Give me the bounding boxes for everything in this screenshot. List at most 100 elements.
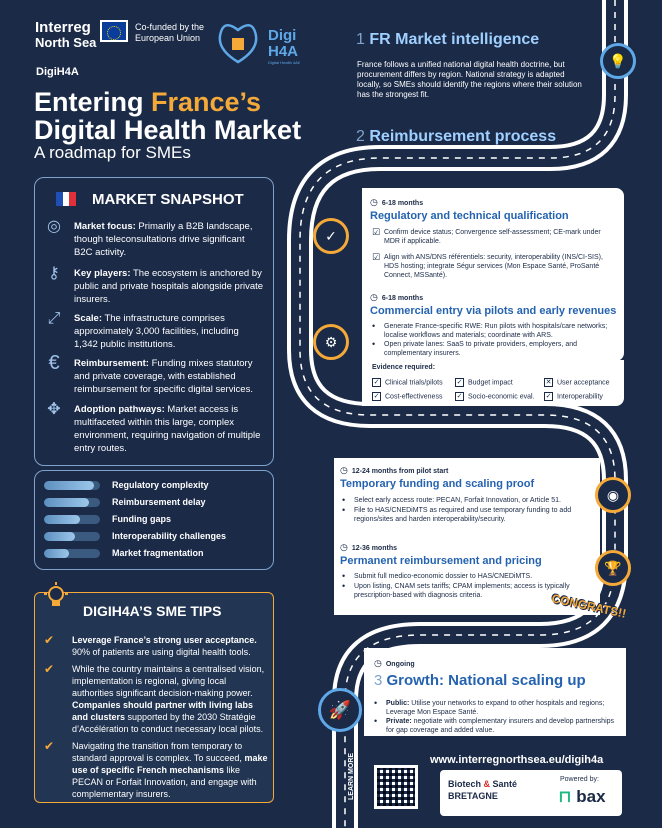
evidence-mark: ✓ [455, 392, 464, 401]
bullet-icon: • [372, 321, 376, 331]
phase1-line-text: Align with ANS/DNS référentiels: securit… [384, 254, 603, 279]
evidence-item: ✓Clinical trials/pilots [372, 378, 443, 387]
digih4a-logo: Digi H4A Digital Health 4All [218, 23, 300, 65]
section2-title: 2 Reimbursement process [356, 128, 556, 146]
evidence-label: Evidence required: [372, 364, 436, 371]
evidence-item: ✕User acceptance [544, 378, 610, 387]
tips-heading: DIGIH4A’S SME TIPS [83, 603, 222, 619]
section2-num: 2 [356, 128, 365, 145]
evidence-text: User acceptance [557, 379, 610, 387]
tip-text: 90% of patients are using digital health… [72, 647, 251, 657]
section3-duration: Ongoing [374, 658, 415, 669]
learn-more-label: LEARN MORE [348, 752, 355, 800]
bullet-icon: • [342, 495, 346, 505]
rocket-icon: 🚀 [318, 688, 362, 732]
qr-code-icon[interactable] [374, 765, 418, 809]
phase3-line-text: Select early access route: PECAN, Forfai… [354, 497, 561, 504]
section3-line-text: negotiate with complementary insurers an… [386, 718, 615, 734]
key-icon: ⚷ [48, 265, 60, 282]
website-link[interactable]: www.interregnorthsea.eu/digih4a [430, 754, 604, 766]
tip-text: like PECAN or Forfait Innovation, and en… [72, 765, 257, 799]
phase3-line-text: File to HAS/CNEDiMTS as required and use… [354, 507, 572, 523]
section3-title-text: Growth: National scaling up [386, 672, 586, 689]
snapshot-item-label: Reimbursement: [74, 358, 149, 369]
tip-text: supported by the 2030 Stratégie d’Accélé… [72, 712, 264, 734]
euro-icon: € [48, 352, 60, 374]
scale-icon: ⤢ [47, 310, 61, 327]
challenge-bar [44, 549, 100, 558]
north-sea-label: North Sea [35, 35, 97, 50]
biotech-text-2: Santé [492, 779, 518, 789]
phase3-duration: 12-24 months from pilot start [340, 465, 448, 476]
challenge-bar [44, 515, 100, 524]
title-line1-a: Entering [34, 87, 152, 117]
project-label: DigiH4A [36, 66, 79, 78]
phase2-title: Commercial entry via pilots and early re… [370, 305, 617, 317]
trophy-icon: 🏆 [595, 550, 631, 586]
snapshot-heading: MARKET SNAPSHOT [92, 191, 244, 208]
challenge-row: Funding gaps [44, 514, 274, 526]
checkbox-icon: ☑ [372, 252, 381, 262]
partner-logos: Biotech & Santé BRETAGNE Powered by: ⊓ b… [440, 770, 622, 816]
snapshot-item-text: Market access is multifaceted within thi… [74, 404, 261, 454]
section3-title: 3 Growth: National scaling up [374, 672, 586, 689]
challenge-row: Regulatory complexity [44, 480, 274, 492]
title-line2: Digital Health Market [34, 115, 302, 145]
challenge-bar [44, 498, 100, 507]
phase2-duration: 6-18 months [370, 292, 423, 303]
lightbulb-icon: 💡 [600, 43, 636, 79]
phase2-line-text: Generate France-specific RWE: Run pilots… [384, 323, 608, 339]
challenge-label: Funding gaps [112, 514, 171, 524]
sme-tips-panel [34, 592, 274, 803]
bullet-icon: • [372, 339, 376, 349]
snapshot-item-text: Funding mixes statutory and private cove… [74, 358, 253, 395]
section1-title: 1 FR Market intelligence [356, 31, 539, 49]
phase2-line-text: Open private lanes: SaaS to private prov… [384, 341, 577, 357]
section3-line-bold: Public: [386, 700, 410, 707]
phase1-line-text: Confirm device status; Convergence self-… [384, 229, 601, 245]
snapshot-item-label: Market focus: [74, 221, 136, 232]
challenge-label: Regulatory complexity [112, 480, 209, 490]
evidence-text: Clinical trials/pilots [385, 379, 443, 387]
snapshot-item-label: Adoption pathways: [74, 404, 165, 415]
snapshot-item-text: The ecosystem is anchored by public and … [74, 268, 264, 305]
evidence-item: ✓Budget impact [455, 378, 513, 387]
france-flag-icon [56, 192, 77, 206]
check-icon: ✔ [44, 662, 55, 676]
evidence-text: Interoperability [557, 393, 603, 401]
challenges-panel [34, 470, 274, 570]
evidence-text: Budget impact [468, 379, 513, 387]
logo-sub: Digital Health 4All [268, 60, 300, 65]
phase-card-2 [334, 458, 600, 615]
check-icon: ✔ [44, 739, 55, 753]
coins-icon: ◉ [595, 477, 631, 513]
lightbulb-icon [44, 582, 68, 606]
evidence-item: ✓Interoperability [544, 392, 603, 401]
evidence-text: Socio-economic eval. [468, 393, 535, 401]
section3-line-bold: Private: [386, 718, 412, 725]
tip-bold: make use of specific French mechanisms [72, 753, 268, 775]
interreg-logo: Interreg North Sea [35, 20, 96, 50]
bullet-icon: • [342, 571, 346, 581]
biotech-text-3: BRETAGNE [448, 791, 498, 801]
section1-text: France follows a unified national digita… [357, 60, 582, 99]
tip-bold: Leverage France’s strong user acceptance… [72, 635, 257, 645]
evidence-text: Cost-effectiveness [385, 393, 443, 401]
bullet-icon: • [342, 581, 346, 591]
phase4-line-text: Submit full medico-economic dossier to H… [354, 573, 533, 580]
logo-text-2: H4A [268, 43, 298, 60]
phase4-line-text: Upon listing, CNAM sets tariffs; CPAM im… [354, 583, 570, 599]
challenge-label: Interoperability challenges [112, 531, 227, 541]
challenge-row: Interoperability challenges [44, 531, 274, 543]
checkbox-icon: ☑ [372, 227, 381, 237]
powered-by-label: Powered by: [560, 776, 599, 783]
challenge-bar [44, 532, 100, 541]
section3-line-text: Utilise your networks to expand to other… [386, 700, 605, 716]
challenge-row: Market fragmentation [44, 548, 274, 560]
arrows-icon: ✥ [47, 401, 61, 418]
challenge-label: Reimbursement delay [112, 497, 206, 507]
section3-num: 3 [374, 672, 383, 689]
bax-text: bax [576, 787, 606, 806]
phase4-duration: 12-36 months [340, 542, 397, 553]
